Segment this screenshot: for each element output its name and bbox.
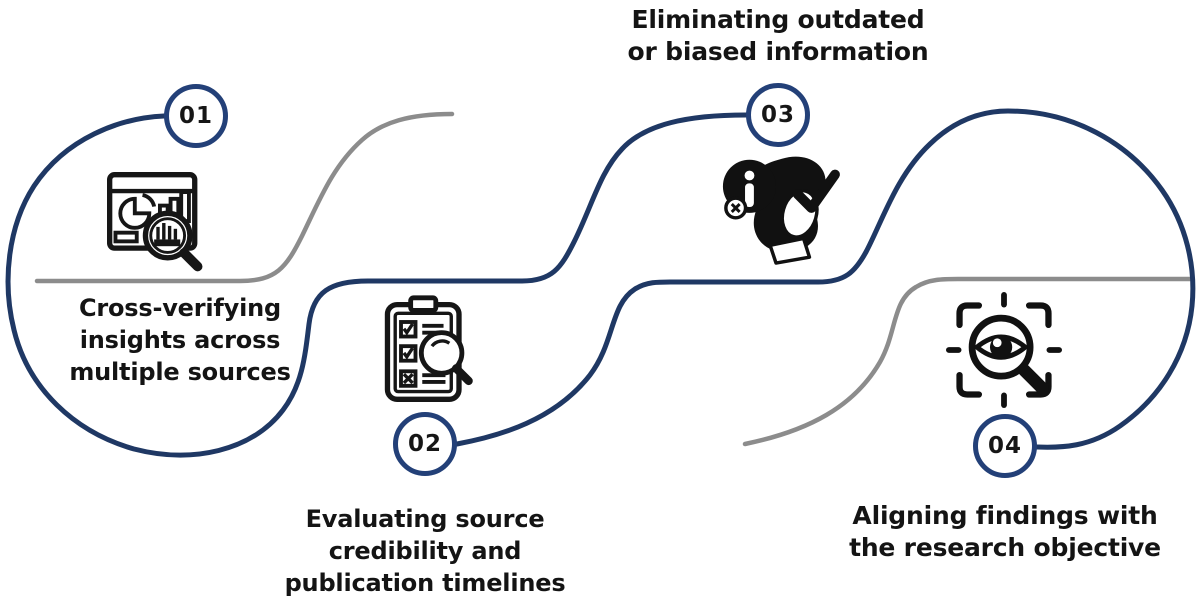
step1-title-line1: Cross-verifying [78, 294, 282, 322]
navy-path-step2-to-step4 [454, 108, 1196, 450]
step-badge-02: 02 [393, 412, 457, 476]
info-person-checkmark-icon [722, 156, 840, 265]
step2-title-line1: Evaluating source [305, 505, 545, 533]
step2-title-line3: publication timelines [284, 569, 566, 597]
step-number: 03 [760, 102, 795, 128]
step-number: 04 [987, 433, 1022, 459]
eye-magnifier-target-icon [946, 292, 1062, 408]
step-number: 02 [407, 431, 442, 457]
navy-path-step1-to-step3 [5, 112, 749, 458]
step3-title: Eliminating outdated or biased informati… [613, 4, 943, 68]
step1-title-line2: insights across [79, 326, 281, 354]
step-badge-01: 01 [164, 84, 228, 148]
step2-title: Evaluating source credibility and public… [275, 503, 575, 599]
step-badge-04: 04 [973, 414, 1037, 478]
step4-title: Aligning findings with the research obje… [840, 500, 1170, 564]
gray-swoosh-left [34, 111, 455, 284]
step1-title-line3: multiple sources [69, 358, 291, 386]
step-badge-03: 03 [746, 83, 810, 147]
step2-title-line2: credibility and [328, 537, 522, 565]
step-number: 01 [178, 103, 213, 129]
dashboard-chart-magnifier-icon [107, 172, 203, 272]
step4-title-line2: the research objective [849, 533, 1161, 562]
checklist-magnifier-icon [384, 295, 473, 402]
step4-title-line1: Aligning findings with [852, 501, 1158, 530]
step1-title: Cross-verifying insights across multiple… [30, 292, 330, 388]
gray-swoosh-right [742, 276, 1193, 447]
step3-title-line1: Eliminating outdated [631, 5, 925, 34]
step3-title-line2: or biased information [627, 37, 929, 66]
